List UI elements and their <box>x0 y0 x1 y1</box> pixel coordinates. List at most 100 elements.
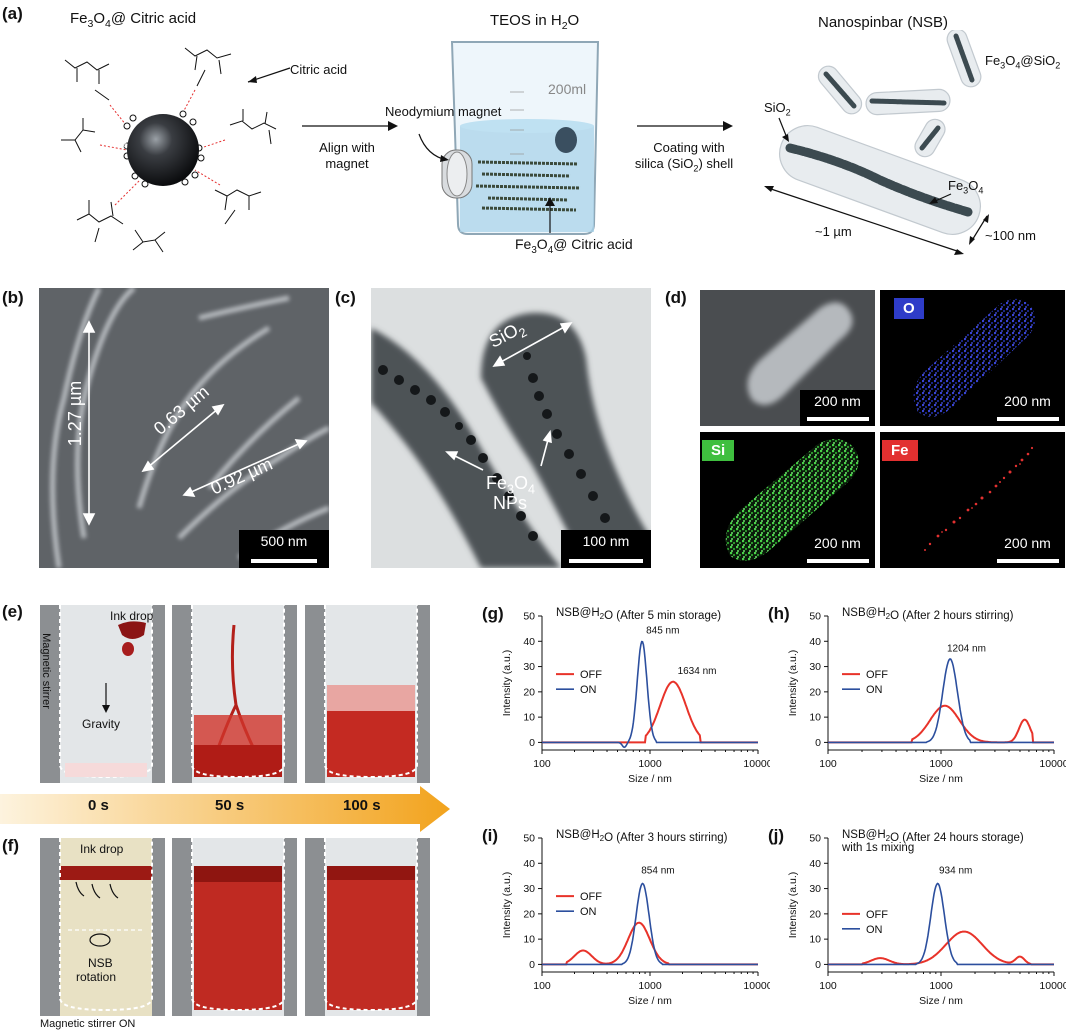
xtick-i-10000: 10000 <box>743 972 770 992</box>
xtick-j-100: 100 <box>819 972 837 992</box>
ytick-g-30: 30 <box>523 661 542 673</box>
svg-text:ON: ON <box>580 906 597 918</box>
legend-h-off: OFF <box>842 669 888 681</box>
xtick-i-1000: 1000 <box>638 972 662 992</box>
svg-text:0: 0 <box>815 737 821 749</box>
legend-i-off: OFF <box>556 891 602 903</box>
magnet-label: magnet <box>325 156 369 171</box>
svg-text:OFF: OFF <box>866 669 888 681</box>
xlabel-h: Size / nm <box>919 773 963 785</box>
ytick-j-30: 30 <box>809 883 828 895</box>
ytick-i-10: 10 <box>523 934 542 946</box>
ytick-i-30: 30 <box>523 883 542 895</box>
svg-text:10000: 10000 <box>1039 758 1066 770</box>
xlabel-j: Size / nm <box>919 995 963 1007</box>
ink-drop-label-e: Ink drop <box>110 609 154 623</box>
svg-text:ON: ON <box>866 924 883 936</box>
ytick-i-20: 20 <box>523 908 542 920</box>
title-g: NSB@H2O (After 5 min storage) <box>556 607 721 622</box>
svg-text:1000: 1000 <box>638 758 662 770</box>
xtick-g-100: 100 <box>533 750 551 770</box>
magnetic-stirrer-label: Magnetic stirrer <box>40 633 52 709</box>
legend-h-on: ON <box>842 684 883 696</box>
xtick-h-1000: 1000 <box>929 750 953 770</box>
fe-sio2-label: Fe3O4@SiO2 <box>985 53 1061 71</box>
haadf-image: 200 nm <box>700 290 875 426</box>
svg-text:40: 40 <box>523 858 535 870</box>
svg-text:1000: 1000 <box>929 758 953 770</box>
neodymium-label: Neodymium magnet <box>385 104 502 119</box>
fe3o4-citric-schematic <box>61 47 277 253</box>
svg-text:20: 20 <box>809 908 821 920</box>
panel-label-d: (d) <box>665 288 687 307</box>
svg-text:30: 30 <box>809 661 821 673</box>
svg-text:10000: 10000 <box>743 980 770 992</box>
coating-with-label: Coating with <box>653 140 725 155</box>
annotation-i-0: 854 nm <box>641 865 674 876</box>
fe-badge: Fe <box>882 440 918 461</box>
ytick-j-20: 20 <box>809 908 828 920</box>
nsb-title: Nanospinbar (NSB) <box>818 14 949 31</box>
ytick-i-0: 0 <box>529 959 542 971</box>
panel-label-g: (g) <box>482 604 504 623</box>
title-h: NSB@H2O (After 2 hours stirring) <box>842 607 1014 622</box>
svg-text:20: 20 <box>523 908 535 920</box>
title-i: NSB@H2O (After 3 hours stirring) <box>556 829 728 844</box>
time-0s: 0 s <box>88 797 109 814</box>
tem-nps-label: NPs <box>493 493 528 513</box>
xtick-h-10000: 10000 <box>1039 750 1066 770</box>
svg-text:50: 50 <box>809 833 821 845</box>
fe-citric-bottom-label: Fe3O4@ Citric acid <box>515 236 633 256</box>
panel-label-c: (c) <box>335 288 356 307</box>
svg-text:100: 100 <box>533 980 551 992</box>
length-1um-label: ~1 µm <box>815 224 852 239</box>
coating-arrow <box>637 121 733 131</box>
sio2-label: SiO2 <box>764 100 791 118</box>
svg-text:50: 50 <box>523 611 535 623</box>
series-j-on <box>828 882 1054 966</box>
neodymium-arrow <box>418 133 449 162</box>
ytick-g-0: 0 <box>529 737 542 749</box>
length-arrow <box>764 186 964 255</box>
ytick-j-0: 0 <box>815 959 828 971</box>
vial-e-0s: Ink drop Magnetic stirrer Gravity <box>40 605 165 783</box>
scalebar-d3: 200 nm <box>800 532 875 568</box>
rotation-label: rotation <box>76 970 117 984</box>
svg-text:40: 40 <box>809 858 821 870</box>
legend-g-off: OFF <box>556 669 602 681</box>
svg-text:100: 100 <box>533 758 551 770</box>
fe3o4-label: Fe3O4 <box>948 178 984 196</box>
svg-text:0: 0 <box>529 737 535 749</box>
series-h-off <box>828 704 1054 744</box>
ytick-g-40: 40 <box>523 636 542 648</box>
svg-text:100: 100 <box>819 980 837 992</box>
xtick-g-1000: 1000 <box>638 750 662 770</box>
time-100s: 100 s <box>343 797 381 814</box>
measure-1-27: 1.27 µm <box>65 380 86 447</box>
ytick-h-20: 20 <box>809 686 828 698</box>
annotation-h-0: 1204 nm <box>947 643 986 654</box>
svg-text:OFF: OFF <box>580 669 602 681</box>
ytick-g-20: 20 <box>523 686 542 698</box>
si-badge: Si <box>702 440 735 461</box>
vial-e-100s <box>305 605 430 783</box>
scalebar-d1: 200 nm <box>800 390 875 426</box>
vial-f-0s: Ink drop NSB rotation <box>40 838 165 1016</box>
legend-j-on: ON <box>842 924 883 936</box>
ylabel-h: Intensity (a.u.) <box>787 650 799 717</box>
fe-citric-title: Fe3O4@ Citric acid <box>70 10 197 30</box>
align-arrow <box>302 121 398 131</box>
align-with-label: Align with <box>319 140 375 155</box>
gravity-label: Gravity <box>82 717 121 731</box>
svg-text:ON: ON <box>866 684 883 696</box>
fe3o4-core-label: Fe3O4 <box>92 133 128 151</box>
ytick-h-10: 10 <box>809 712 828 724</box>
panel-label-b: (b) <box>2 288 24 307</box>
vial-f-50s <box>172 838 297 1016</box>
svg-text:40: 40 <box>523 636 535 648</box>
si-map: Si 200 nm <box>700 432 875 568</box>
ytick-j-50: 50 <box>809 833 828 845</box>
